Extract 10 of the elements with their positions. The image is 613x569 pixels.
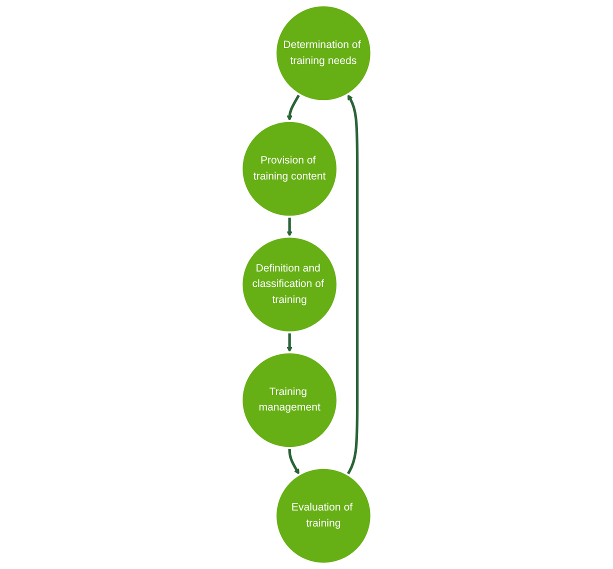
node-circle: Definition and classification of training [240,236,338,334]
node-circle: Determination of training needs [274,4,372,102]
arrow [286,216,292,237]
arrow [286,332,292,352]
node-circle: Provision of training content [240,120,338,218]
arrow [286,94,300,122]
arrow [346,94,359,476]
node-circle: Training management [240,351,338,450]
node-circle: Evaluation of training [274,466,372,565]
arrow [288,448,300,475]
